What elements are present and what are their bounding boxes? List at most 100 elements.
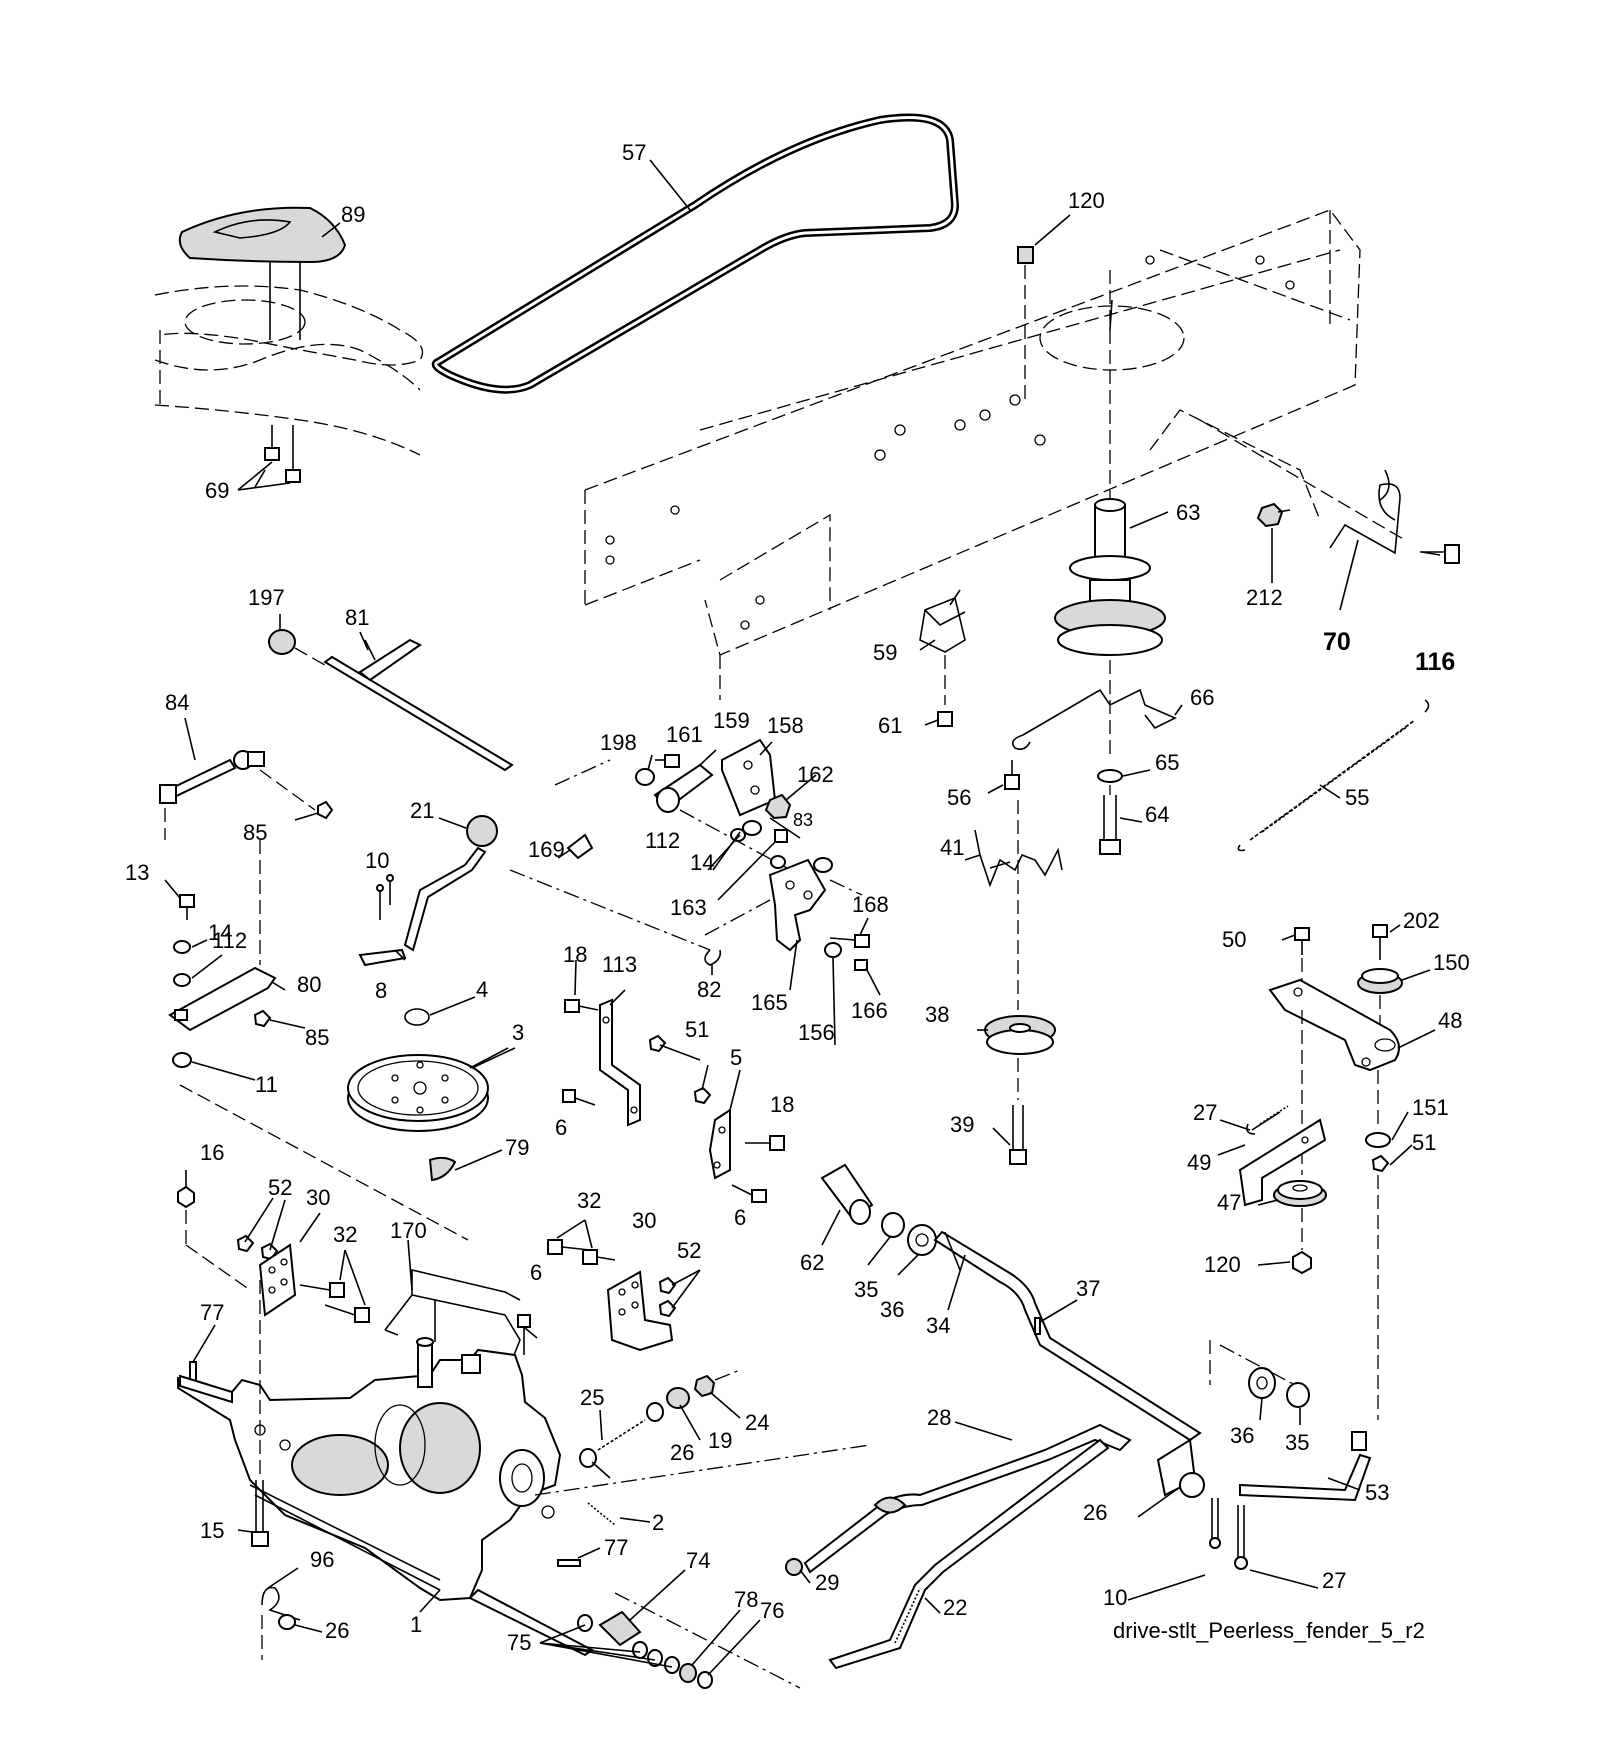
callout-197: 197 [248,585,285,610]
callout-89: 89 [341,202,365,227]
callout-159: 159 [713,708,750,733]
part-13-bolt [179,894,195,920]
callout-168: 168 [852,892,889,917]
part-26-washer-left [261,1614,296,1660]
callout-113: 113 [602,952,637,977]
part-84-rod [159,750,334,840]
part-5-bracket [708,1108,731,1180]
callout-151: 151 [1412,1095,1449,1120]
callout-14-left: 14 [208,920,232,945]
part-26-washer-right [1156,1438,1205,1498]
callout-170: 170 [390,1218,427,1243]
part-202-bolt [1372,924,1388,960]
part-30-bracket-right [606,1270,674,1352]
callout-34: 34 [926,1313,950,1338]
callout-5: 5 [730,1045,742,1070]
part-52-nuts-left [236,1197,286,1261]
part-57-drive-belt [431,113,960,394]
part-47-idler-pulley [1273,1180,1327,1250]
callout-35-left: 35 [854,1277,878,1302]
callout-70: 70 [1323,628,1351,656]
callout-36-left: 36 [880,1297,904,1322]
part-112-washer-left [173,973,191,987]
callout-3: 3 [512,1020,524,1045]
part-52-nuts-right [658,1269,701,1318]
callout-116: 116 [1415,648,1455,676]
part-198-washer [554,759,655,786]
part-22-rod [828,1438,1110,1670]
part-28-rod [803,1423,1132,1574]
callout-4: 4 [476,977,488,1002]
part-82-spring-clip [704,949,722,966]
callout-39: 39 [950,1112,974,1137]
callout-57: 57 [622,140,646,165]
callout-6-right: 6 [734,1205,746,1230]
part-6-screw-upper [517,1314,531,1355]
part-61-bolt [937,711,953,727]
part-27-pin-lower [1234,1505,1248,1570]
part-151-washer [1365,1070,1391,1148]
part-83-washers [770,855,833,873]
callout-75: 75 [507,1630,531,1655]
callout-63: 63 [1176,500,1200,525]
callout-19: 19 [708,1428,732,1453]
callout-11: 11 [255,1072,278,1097]
part-2-spring [587,1502,616,1526]
callout-158: 158 [767,713,804,738]
callout-163: 163 [670,895,707,920]
part-11-washer [172,1052,469,1241]
part-35-washer-left [881,1212,905,1238]
part-76-nut [697,1671,713,1689]
callout-6-upper: 6 [530,1260,542,1285]
callout-82: 82 [697,977,721,1002]
part-14-washer-center [730,820,762,842]
part-212-nut [1256,502,1284,583]
callout-56: 56 [947,785,971,810]
callout-78: 78 [734,1587,758,1612]
part-37-key [1034,1317,1041,1335]
part-168-bolt [829,934,870,948]
callout-62: 62 [800,1250,824,1275]
callout-29: 29 [815,1570,839,1595]
callout-48: 48 [1438,1008,1462,1033]
part-56-bolt [1004,760,1020,790]
part-158-bracket [721,738,777,817]
callout-10-upper: 10 [365,848,389,873]
callout-47: 47 [1217,1190,1241,1215]
callout-81: 81 [345,605,369,630]
frame-outline [584,209,1406,700]
part-29-bushing [785,1558,803,1576]
part-6-screw-right [731,1184,767,1203]
part-66-spring-wire [1012,688,1177,750]
callout-166: 166 [851,998,888,1023]
callout-150: 150 [1433,950,1470,975]
part-6-screw-center [562,1089,596,1106]
callout-79: 79 [505,1135,529,1160]
part-39-bolt [1009,1058,1027,1165]
part-85-nut-lower [253,1009,272,1028]
part-8-lever [358,846,711,967]
callout-74: 74 [686,1548,710,1573]
callout-38: 38 [925,1002,949,1027]
callout-16: 16 [200,1140,224,1165]
callout-59: 59 [873,640,897,665]
part-120-nut-lower [1292,1250,1312,1275]
callout-26-left: 26 [325,1618,349,1643]
part-74-sleeve [598,1592,801,1689]
callout-30-left: 30 [306,1185,330,1210]
part-80-arm [168,840,277,1032]
callout-55: 55 [1345,785,1369,810]
callout-52-left: 52 [268,1175,292,1200]
callout-26-center: 26 [670,1440,694,1465]
callout-112-center: 112 [645,828,680,853]
callout-36-right: 36 [1230,1423,1254,1448]
part-65-washer [1097,769,1123,783]
part-21-knob [466,815,498,847]
callout-13: 13 [125,860,149,885]
part-165-bracket [704,858,863,952]
part-59-bracket [919,589,966,705]
callout-83: 83 [793,810,813,830]
part-150-spacer [1357,968,1403,1030]
callout-69: 69 [205,478,229,503]
